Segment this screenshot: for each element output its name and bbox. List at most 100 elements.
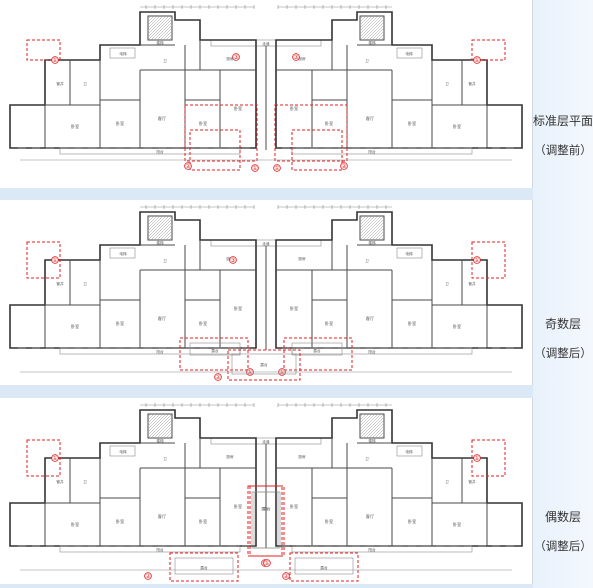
stair-hatch-line <box>147 413 170 436</box>
room-label-bedroom: 卧室 <box>199 320 207 327</box>
room-label-living: 客厅 <box>158 115 166 122</box>
room-label-bedroom: 卧室 <box>325 120 333 127</box>
stair-hatch-line <box>359 215 382 238</box>
room-label-living: 客厅 <box>158 315 166 322</box>
panel-title-even: 偶数层 <box>544 510 581 524</box>
stair-hatch-line <box>359 413 373 427</box>
room-label-bedroom: 卧室 <box>71 123 79 130</box>
stair-hatch-line <box>368 224 385 241</box>
panel-subtitle-odd: （调整后） <box>534 346 592 360</box>
stair-hatch-line <box>359 15 370 26</box>
callout-marker-number: ③ <box>293 54 298 61</box>
stair-hatch-line <box>371 27 385 41</box>
stair-hatch-line <box>165 233 173 241</box>
stair-hatch-line <box>156 422 173 439</box>
room-label-bath: 卫 <box>365 457 369 461</box>
room-label-bath: 卫 <box>163 259 167 263</box>
stair-hatch-line <box>147 15 167 35</box>
room-label-bath: 卫 <box>83 480 87 484</box>
stair-hatch-line <box>147 413 167 433</box>
stair-hatch-line <box>359 215 379 235</box>
room-label-bedroom: 卧室 <box>453 521 461 528</box>
stair-hatch-line <box>359 15 382 38</box>
terrace-box-center <box>174 557 234 575</box>
red-callout-box-lobby <box>471 241 506 279</box>
stair-hatch-line <box>380 434 385 439</box>
terrace-box-center <box>231 353 297 375</box>
red-callout-box <box>249 485 285 557</box>
callout-marker-circle <box>282 572 290 580</box>
room-label-bedroom: 卧室 <box>290 503 298 510</box>
side-label-area-standard: 标准层平面 （调整前） <box>533 0 593 193</box>
red-callout-box-center <box>291 129 343 171</box>
callout-marker-number: ② <box>283 573 289 580</box>
callout-marker-number: ② <box>185 163 191 170</box>
room-label-hvac: 管井 <box>468 81 476 86</box>
unit-outline <box>275 211 523 349</box>
room-label-living: 客厅 <box>366 115 374 122</box>
stair-hatch-line <box>147 215 155 223</box>
callout-marker-circle <box>184 162 192 170</box>
stair-hatch-line <box>153 21 173 41</box>
stair-hatch-line <box>359 15 379 35</box>
stair-hatch-line <box>362 416 385 439</box>
stair-hatch-line <box>147 413 161 427</box>
red-callout-box <box>274 104 348 162</box>
callout-marker-number: ① <box>474 57 479 64</box>
room-label-balcony: 阳台 <box>368 547 376 552</box>
stair-hatch-line <box>374 230 385 241</box>
callout-marker-circle <box>273 164 281 172</box>
room-label-elevator: 电梯 <box>405 51 413 56</box>
stair-hatch-line <box>147 215 167 235</box>
stair-hatch-line <box>377 233 385 241</box>
stair-hatch-line <box>359 15 385 41</box>
room-label-bedroom: 卧室 <box>116 518 124 525</box>
room-label-bedroom: 卧室 <box>408 120 416 127</box>
room-label-living: 客厅 <box>366 315 374 322</box>
red-callout-box-lobby <box>26 439 61 477</box>
room-label-bedroom: 卧室 <box>199 120 207 127</box>
room-label-kitchen: 厨房 <box>298 256 306 261</box>
callout-marker-circle <box>51 256 59 264</box>
elevator-box <box>109 47 136 59</box>
callout-marker-circle <box>144 572 152 580</box>
stair-hatch-line <box>162 30 173 41</box>
stair-hatch-line <box>359 15 373 29</box>
elevator-box <box>396 445 423 457</box>
stair-hatch-line <box>168 36 173 41</box>
stair-hatch-line <box>359 15 376 32</box>
callout-marker-circle <box>51 56 59 64</box>
room-label-elevator: 电梯 <box>119 251 127 256</box>
unit-outline <box>9 409 257 547</box>
callout-marker-circle <box>263 559 271 567</box>
elevator-box <box>109 247 136 259</box>
stair-hatch-line <box>147 413 164 430</box>
stair-hatch-line <box>156 24 173 41</box>
room-label-bath: 卫 <box>163 457 167 461</box>
terrace-box-center <box>294 557 354 575</box>
stair-hatch-line <box>359 215 376 232</box>
room-label-terrace: 露台 <box>260 362 268 367</box>
stair-hatch-line <box>147 215 170 238</box>
stair-hatch-line <box>165 33 173 41</box>
callout-marker-number: ① <box>279 369 284 376</box>
room-label-bedroom: 卧室 <box>199 518 207 525</box>
room-label-hvac: 管井 <box>468 479 476 484</box>
callout-marker-number: ① <box>474 257 479 264</box>
stair-hatch-line <box>150 218 173 241</box>
panel-title-odd: 奇数层 <box>544 317 581 331</box>
room-label-elevator: 电梯 <box>119 449 127 454</box>
room-label-stair: 楼梯 <box>368 240 376 245</box>
stair-hatch-line <box>147 215 152 220</box>
stair-hatch-line <box>162 230 173 241</box>
room-label-bedroom: 卧室 <box>290 105 298 112</box>
stair-hatch-line <box>377 33 385 41</box>
room-label-balcony: 阳台 <box>156 547 164 552</box>
stair-hatch-line <box>374 30 385 41</box>
room-label-terrace: 露台 <box>261 506 269 511</box>
room-label-hvac: 管井 <box>56 479 64 484</box>
stair-hatch-line <box>359 215 370 226</box>
stair-hatch-line <box>150 18 173 41</box>
stair-hatch-line <box>147 413 155 421</box>
room-label-stair: 楼梯 <box>368 438 376 443</box>
